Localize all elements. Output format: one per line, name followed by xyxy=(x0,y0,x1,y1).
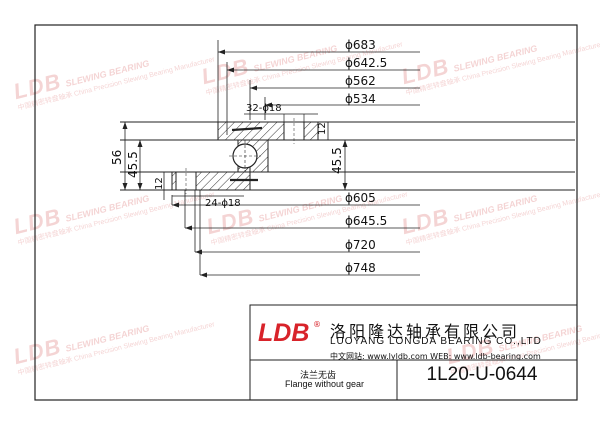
dim-flange-bottom: 12 xyxy=(154,177,165,190)
dim-flange-top: 12 xyxy=(317,122,328,135)
dim-d683: ϕ683 xyxy=(345,38,376,52)
dim-h45-left: 45.5 xyxy=(126,151,140,178)
bearing-section xyxy=(171,118,319,194)
registered-mark: ® xyxy=(313,320,321,329)
bolt-bottom-label: 24-ϕ18 xyxy=(205,198,241,209)
company-logo: LDB xyxy=(258,319,310,347)
dim-d534: ϕ534 xyxy=(345,92,376,106)
model-number: 1L20-U-0644 xyxy=(426,364,538,385)
bolt-top-label: 32-ϕ18 xyxy=(246,103,282,114)
title-block xyxy=(249,304,578,401)
dim-h45-right: 45.5 xyxy=(330,147,344,174)
description-en: Flange without gear xyxy=(285,379,365,389)
dim-d642: ϕ642.5 xyxy=(345,56,387,70)
website-line: 中文网站: www.lyldb.com WEB: www.ldb-bearing… xyxy=(330,352,541,361)
dim-d720: ϕ720 xyxy=(345,238,376,252)
dim-h56: 56 xyxy=(110,150,124,165)
dim-d748: ϕ748 xyxy=(345,261,376,275)
company-name-en: LUOYANG LONGDA BEARING CO.,LTD xyxy=(330,336,542,347)
description-cn: 法兰无齿 xyxy=(300,371,337,381)
dim-d562: ϕ562 xyxy=(345,74,376,88)
dim-d605: ϕ605 xyxy=(345,191,376,205)
dim-d645: ϕ645.5 xyxy=(345,214,387,228)
company-name-cn: 洛阳隆达轴承有限公司 xyxy=(330,322,521,341)
